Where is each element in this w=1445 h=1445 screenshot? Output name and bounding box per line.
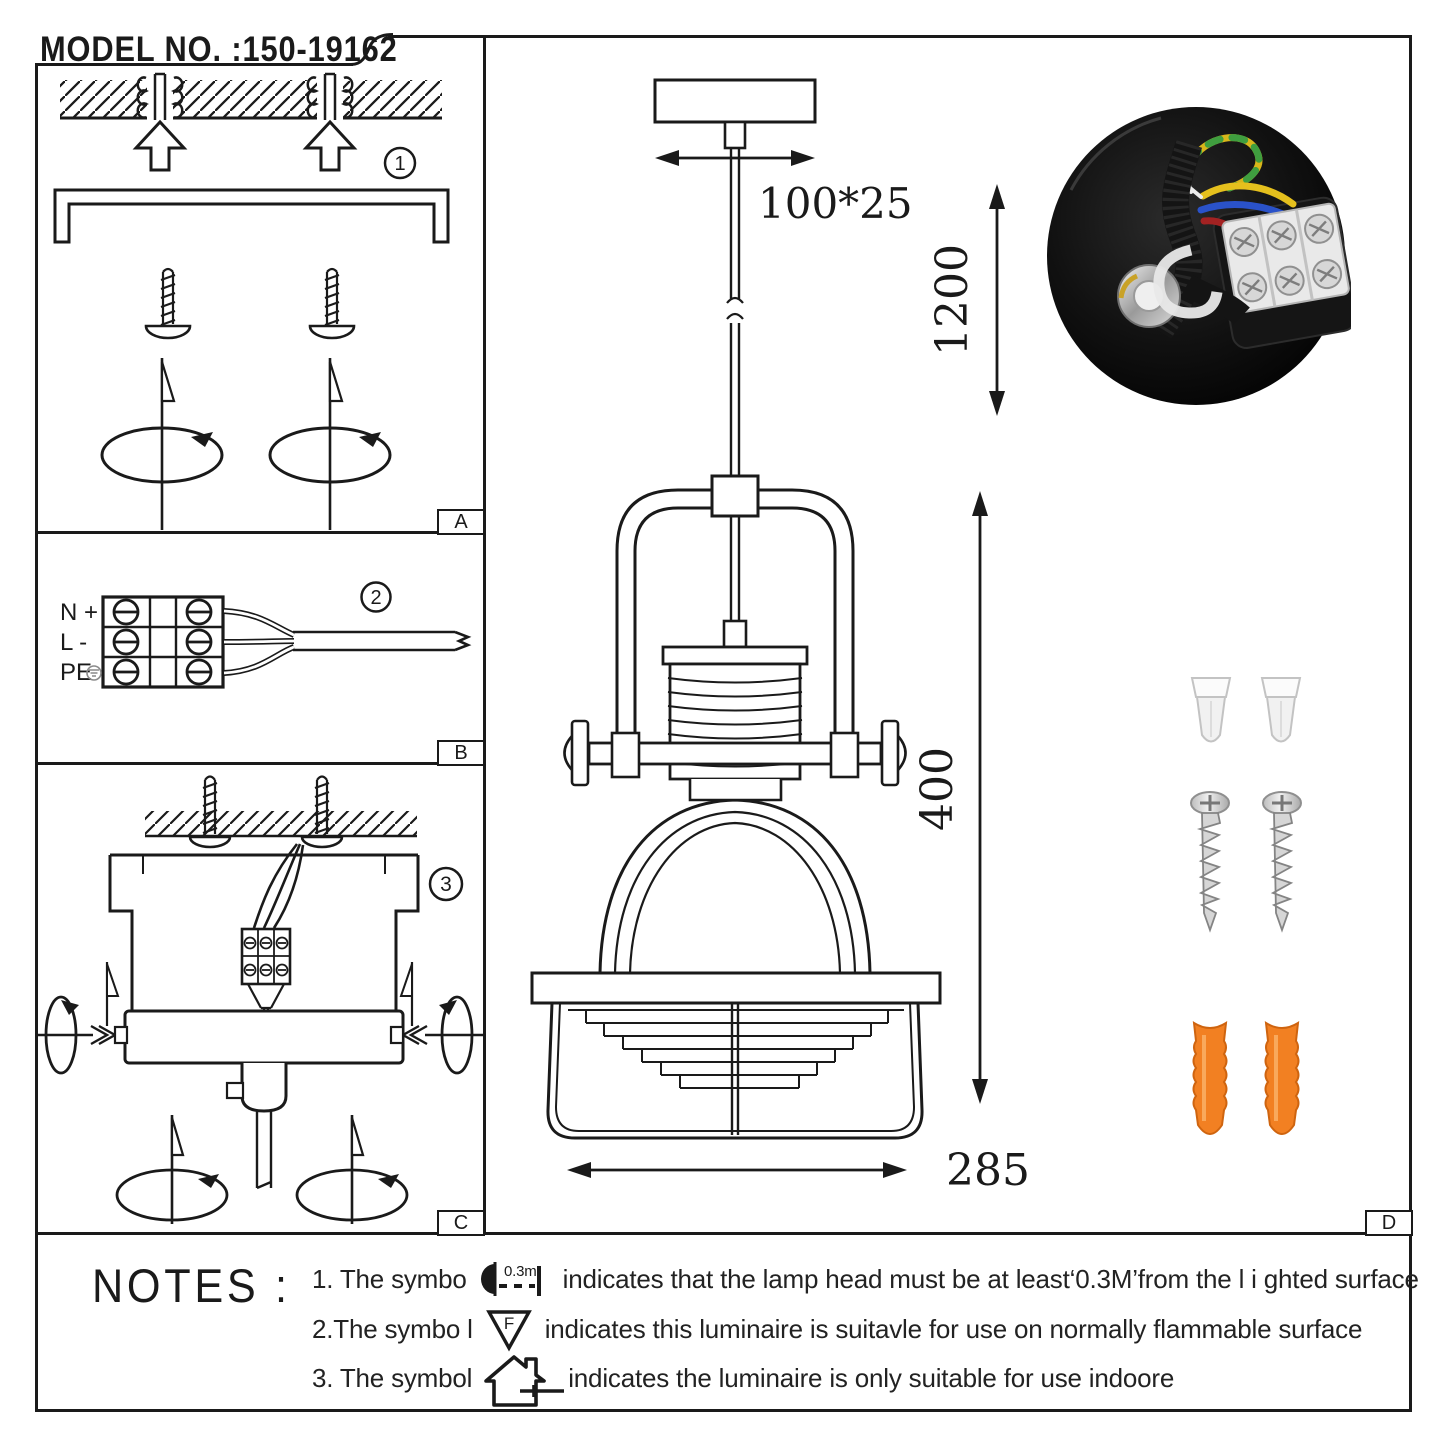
panel-tag-b: B — [437, 740, 485, 766]
wall-plug — [1192, 1021, 1228, 1135]
panel-a-diagram: 1 — [53, 72, 450, 530]
wall-plug-anchor — [136, 72, 184, 120]
flammable-surface-icon: F — [485, 1310, 532, 1352]
ceiling-hatch — [145, 811, 417, 838]
panel-tag-a: A — [437, 509, 485, 535]
supply-wires — [223, 608, 472, 676]
svg-text:3: 3 — [440, 873, 452, 896]
dim-height: 400 — [912, 491, 988, 1104]
note-2: 2.The symbo l F indicates this luminaire… — [312, 1306, 1362, 1352]
screw — [308, 267, 356, 340]
earth-icon — [86, 665, 102, 681]
shade-dome — [598, 798, 872, 974]
panel-tag-d: D — [1365, 1210, 1413, 1236]
panel-c-diagram: 3 — [35, 775, 483, 1224]
note-1-suffix: indicates that the lamp head must be at … — [562, 1263, 1419, 1294]
rotate-indicator — [100, 358, 224, 530]
wire-nut — [1260, 677, 1302, 743]
divider-b-c — [35, 762, 484, 765]
insert-up-arrow — [132, 119, 358, 172]
hardware-kit — [1190, 677, 1302, 1135]
svg-text:N +: N + — [60, 599, 98, 626]
min-distance-icon: 0.3m — [480, 1262, 541, 1296]
frame-left — [35, 63, 38, 1412]
step-badge: 1 — [383, 146, 417, 180]
svg-text:L -: L - — [60, 629, 87, 656]
divider-a-b — [35, 531, 484, 534]
svg-text:400: 400 — [912, 747, 963, 831]
note-1: 1. The symbo 0.3m indicates that the lam… — [312, 1256, 1419, 1302]
note-3: 3. The symbol indicates the luminaire is… — [312, 1352, 1175, 1407]
panel-tag-c: C — [437, 1210, 485, 1236]
divider-left-main — [483, 35, 486, 1234]
terminal-block — [101, 595, 225, 689]
adjust-bar — [563, 719, 907, 787]
note-3-suffix: indicates the luminaire is only suitable… — [568, 1362, 1175, 1393]
screw — [144, 267, 192, 340]
cable — [293, 630, 472, 652]
mounting-screw — [1190, 791, 1230, 933]
wall-plug — [1264, 1021, 1300, 1135]
frame-right — [1409, 35, 1412, 1412]
svg-text:285: 285 — [946, 1145, 1030, 1196]
note-2-prefix: 2.The symbo l — [312, 1313, 473, 1344]
rotate-indicator — [115, 1115, 229, 1224]
frame-top — [388, 35, 1412, 38]
pendant-dimension-drawing: 100*25 1200 400 285 — [530, 78, 1030, 1196]
dim-drop: 1200 — [927, 184, 1005, 416]
rotate-indicator — [268, 358, 392, 530]
svg-text:100*25: 100*25 — [758, 179, 913, 228]
side-fix-right — [389, 962, 483, 1075]
svg-text:0.3m: 0.3m — [504, 1263, 537, 1280]
wires — [252, 843, 305, 929]
dim-width: 285 — [567, 1145, 1030, 1196]
wall-plug-anchor — [306, 72, 354, 120]
shade-rim — [530, 971, 942, 1005]
svg-text:1200: 1200 — [927, 244, 978, 356]
screw — [300, 775, 344, 849]
svg-text:F: F — [504, 1314, 514, 1333]
note-2-suffix: indicates this luminaire is suitavle for… — [544, 1313, 1363, 1344]
terminal-block-small — [240, 927, 292, 1011]
canopy-cross-section — [108, 853, 420, 1190]
step-badge: 3 — [428, 866, 464, 902]
ceiling-hatch — [60, 80, 442, 120]
dim-canopy: 100*25 — [655, 150, 913, 228]
canopy-interior-photo — [1047, 107, 1351, 405]
side-fix-left — [35, 962, 129, 1075]
model-underline — [35, 63, 353, 66]
mounting-bracket — [53, 188, 450, 244]
notes-title: NOTES : — [92, 1259, 291, 1312]
svg-text:2: 2 — [370, 587, 381, 609]
ribbed-body — [661, 645, 809, 802]
shade-louvers — [568, 1003, 904, 1135]
header-curve — [351, 33, 393, 66]
wire-nut — [1190, 677, 1232, 743]
frame-bottom — [35, 1409, 1412, 1412]
hook — [1153, 244, 1223, 319]
note-1-prefix: 1. The symbo — [312, 1263, 467, 1294]
terminal-block-photo — [1221, 202, 1350, 314]
model-number: MODEL NO. :150-19162 — [40, 30, 398, 69]
rotate-indicator — [295, 1115, 409, 1224]
step-badge: 2 — [360, 581, 392, 613]
screw — [188, 775, 232, 849]
mounting-screw — [1262, 791, 1302, 933]
indoor-house-icon — [484, 1355, 565, 1407]
svg-text:1: 1 — [394, 153, 405, 175]
note-3-prefix: 3. The symbol — [312, 1362, 473, 1393]
panel-b-diagram: N + L - PE 2 — [60, 581, 472, 689]
divider-notes — [35, 1232, 1412, 1235]
terminal-labels: N + L - PE — [60, 599, 102, 686]
